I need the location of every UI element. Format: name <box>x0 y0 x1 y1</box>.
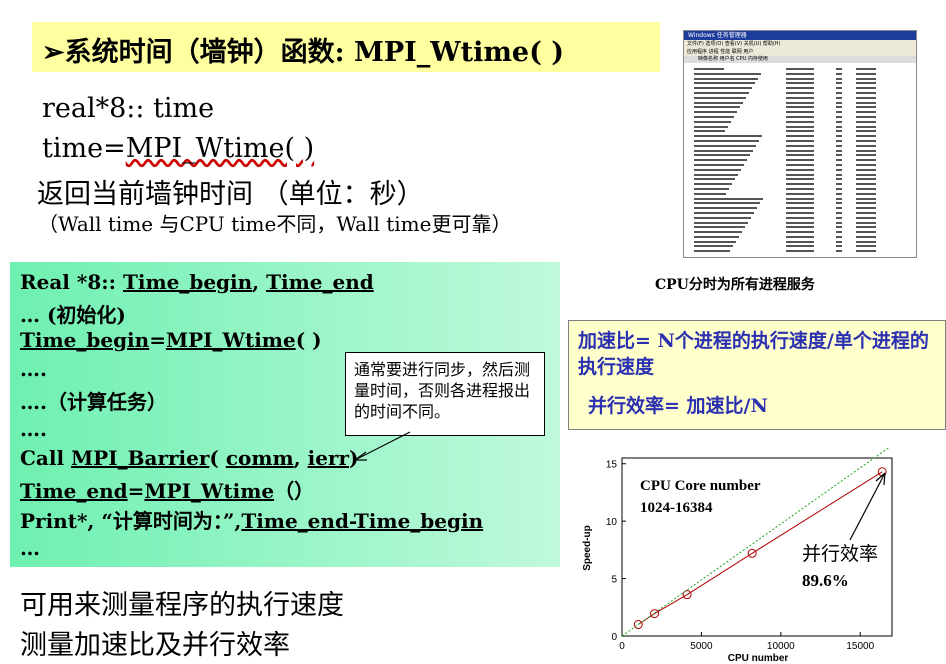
chart-xlabel: CPU number <box>728 653 789 664</box>
process-row <box>694 139 899 143</box>
process-row <box>694 81 899 85</box>
code-line-10: … <box>20 536 40 560</box>
process-row <box>694 77 899 81</box>
data-point <box>682 590 692 600</box>
process-row <box>694 168 899 172</box>
process-row <box>694 158 899 162</box>
intro-line-2: time=MPI_Wtime( ) <box>42 133 315 164</box>
task-manager-tabs: 应用程序 进程 性能 联网 用户 <box>684 48 916 56</box>
process-row <box>694 225 899 229</box>
process-row <box>694 120 899 124</box>
process-row <box>694 67 899 71</box>
ideal-speedup-line <box>621 448 890 637</box>
chart-annotation-3: 并行效率 <box>802 543 878 565</box>
process-row <box>694 110 899 114</box>
code-line-2: … (初始化) <box>20 303 126 327</box>
x-tick-label: 10000 <box>767 641 795 652</box>
y-tick-label: 10 <box>606 517 618 528</box>
data-point <box>650 609 660 619</box>
data-point <box>633 620 643 630</box>
bottom-line-2: 测量加速比及并行效率 <box>20 630 290 661</box>
process-row <box>694 240 899 244</box>
efficiency-pointer <box>849 472 886 541</box>
code-line-8: Time_end=MPI_Wtime（） <box>20 479 315 503</box>
process-row <box>694 101 899 105</box>
code-line-7: Call MPI_Barrier( comm, ierr) <box>20 446 359 470</box>
callout-pointer <box>354 431 411 461</box>
speedup-definition-box <box>568 320 946 430</box>
intro-line-3: 返回当前墙钟时间 （单位：秒） <box>37 179 424 210</box>
code-line-5: ….（计算任务） <box>20 390 167 414</box>
data-point <box>747 548 757 558</box>
process-row <box>694 221 899 225</box>
chart-annotation-2: 1024-16384 <box>640 500 713 516</box>
code-line-4: …. <box>20 357 47 381</box>
bottom-line-1: 可用来测量程序的执行速度 <box>20 590 344 621</box>
process-row <box>694 86 899 90</box>
task-manager-title: Windows 任务管理器 <box>684 31 916 40</box>
code-line-1: Real *8:: Time_begin, Time_end <box>20 270 374 294</box>
task-manager-columns: 映像名称 用户名 CPU 内存使用 <box>684 56 916 63</box>
process-row <box>694 249 899 253</box>
y-tick-label: 5 <box>611 575 617 586</box>
task-manager-screenshot: Windows 任务管理器 文件(F) 选项(O) 查看(V) 关机(U) 帮助… <box>683 30 917 258</box>
code-line-6: …. <box>20 417 47 441</box>
plot-frame <box>621 457 893 637</box>
task-manager-caption: CPU分时为所有进程服务 <box>655 277 815 293</box>
efficiency-definition: 并行效率= 加速比/N <box>588 395 768 417</box>
process-row <box>694 134 899 138</box>
title-highlight <box>32 22 660 72</box>
y-tick-label: 15 <box>606 460 618 471</box>
process-row <box>694 235 899 239</box>
speedup-chart: 0 5000 10000 15000 0 5 10 15 CPU Core number 10… <box>582 448 893 664</box>
process-row <box>694 177 899 181</box>
process-row <box>694 149 899 153</box>
process-row <box>694 192 899 196</box>
process-row <box>694 163 899 167</box>
code-line-3: Time_begin=MPI_Wtime( ) <box>20 328 322 352</box>
speedup-definition: 加速比= N个进程的执行速度/单个进程的执行速度 <box>578 330 929 378</box>
mpi-wtime-call: MPI_Wtime( ) <box>125 133 315 164</box>
code-line-9: Print*, “计算时间为：”,Time_end-Time_begin <box>20 509 484 533</box>
process-row <box>694 144 899 148</box>
process-row <box>694 206 899 210</box>
x-tick-label: 5000 <box>690 641 713 652</box>
process-row <box>694 72 899 76</box>
process-row <box>694 173 899 177</box>
chart-annotation-1: CPU Core number <box>640 478 761 494</box>
process-row <box>694 125 899 129</box>
process-row <box>694 91 899 95</box>
process-row <box>694 96 899 100</box>
y-tick-label: 0 <box>611 632 617 643</box>
chart-annotation-4: 89.6% <box>802 571 849 590</box>
process-row <box>694 153 899 157</box>
intro-note: （Wall time 与CPU time不同，Wall time更可靠） <box>38 212 512 236</box>
chart-ylabel: Speed-up <box>582 525 593 571</box>
process-row <box>694 105 899 109</box>
process-row <box>694 244 899 248</box>
sync-callout: 通常要进行同步，然后测量时间，否则各进程报出的时间不同。 <box>345 352 545 436</box>
process-list <box>694 67 899 254</box>
process-row <box>694 197 899 201</box>
slide-title: ➢系统时间（墙钟）函数: MPI_Wtime( ) <box>42 37 565 68</box>
process-row <box>694 201 899 205</box>
x-tick-label: 0 <box>619 641 625 652</box>
process-row <box>694 182 899 186</box>
process-row <box>694 230 899 234</box>
task-manager-menu: 文件(F) 选项(O) 查看(V) 关机(U) 帮助(H) <box>684 40 916 48</box>
process-row <box>694 216 899 220</box>
process-row <box>694 129 899 133</box>
process-row <box>694 211 899 215</box>
intro-line-1: real*8:: time <box>42 93 215 124</box>
process-row <box>694 115 899 119</box>
x-tick-label: 15000 <box>846 641 874 652</box>
arrow-bullet-icon: ➢ <box>42 37 65 68</box>
process-row <box>694 187 899 191</box>
